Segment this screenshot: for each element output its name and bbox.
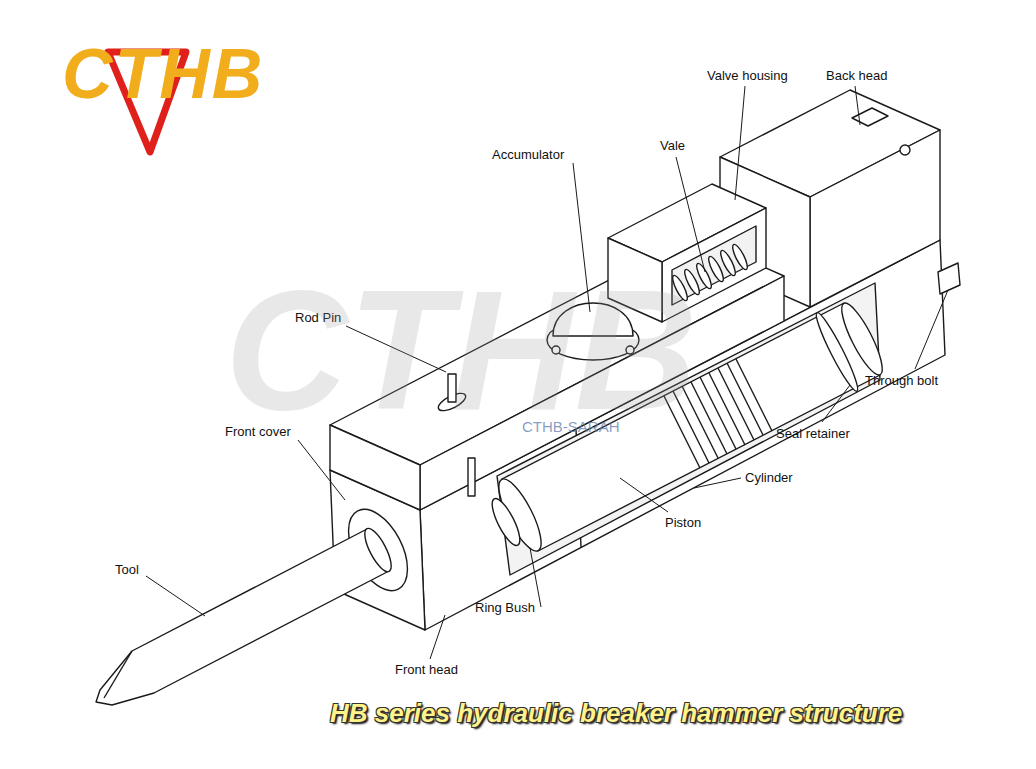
leader-line xyxy=(298,440,345,500)
caption: HB series hydraulic breaker hammer struc… xyxy=(330,698,902,728)
part-name: Ring Bush xyxy=(475,600,535,615)
tool-shank xyxy=(360,525,396,575)
through-bolt xyxy=(938,263,960,294)
rod-pin xyxy=(468,458,475,496)
seal-retainer-ring xyxy=(812,310,863,394)
part-name: Front head xyxy=(395,662,458,677)
leader-line xyxy=(430,615,445,659)
part-name: Through bolt xyxy=(865,373,938,388)
leader-line xyxy=(676,157,705,272)
part-name: Vale xyxy=(660,138,685,153)
watermark: CTHB xyxy=(225,260,697,440)
piston-nose xyxy=(487,495,525,549)
tool xyxy=(96,529,389,705)
part-name: Valve housing xyxy=(707,68,788,83)
leader-line xyxy=(530,548,541,607)
leader-line xyxy=(146,576,205,616)
part-name: Seal retainer xyxy=(776,426,850,441)
part-name: Cylinder xyxy=(745,470,793,485)
leader-line xyxy=(735,86,745,200)
tool-chisel-edge xyxy=(104,651,132,698)
leader-line xyxy=(694,478,741,488)
logo-text: CTHB xyxy=(62,36,264,112)
part-name: Piston xyxy=(665,515,701,530)
watermark: CTHB-SARAH xyxy=(522,418,620,435)
part-name: Back head xyxy=(826,68,887,83)
part-name: Tool xyxy=(115,562,139,577)
back-head-bolt xyxy=(900,145,910,155)
leader-line xyxy=(855,86,860,125)
back-head-front xyxy=(810,130,940,307)
leader-line xyxy=(620,478,668,512)
leader-line xyxy=(822,385,850,422)
leader-line xyxy=(915,290,948,369)
back-head-fitting xyxy=(852,108,888,126)
leader-lines xyxy=(146,86,948,659)
part-name: Accumulator xyxy=(492,147,564,162)
